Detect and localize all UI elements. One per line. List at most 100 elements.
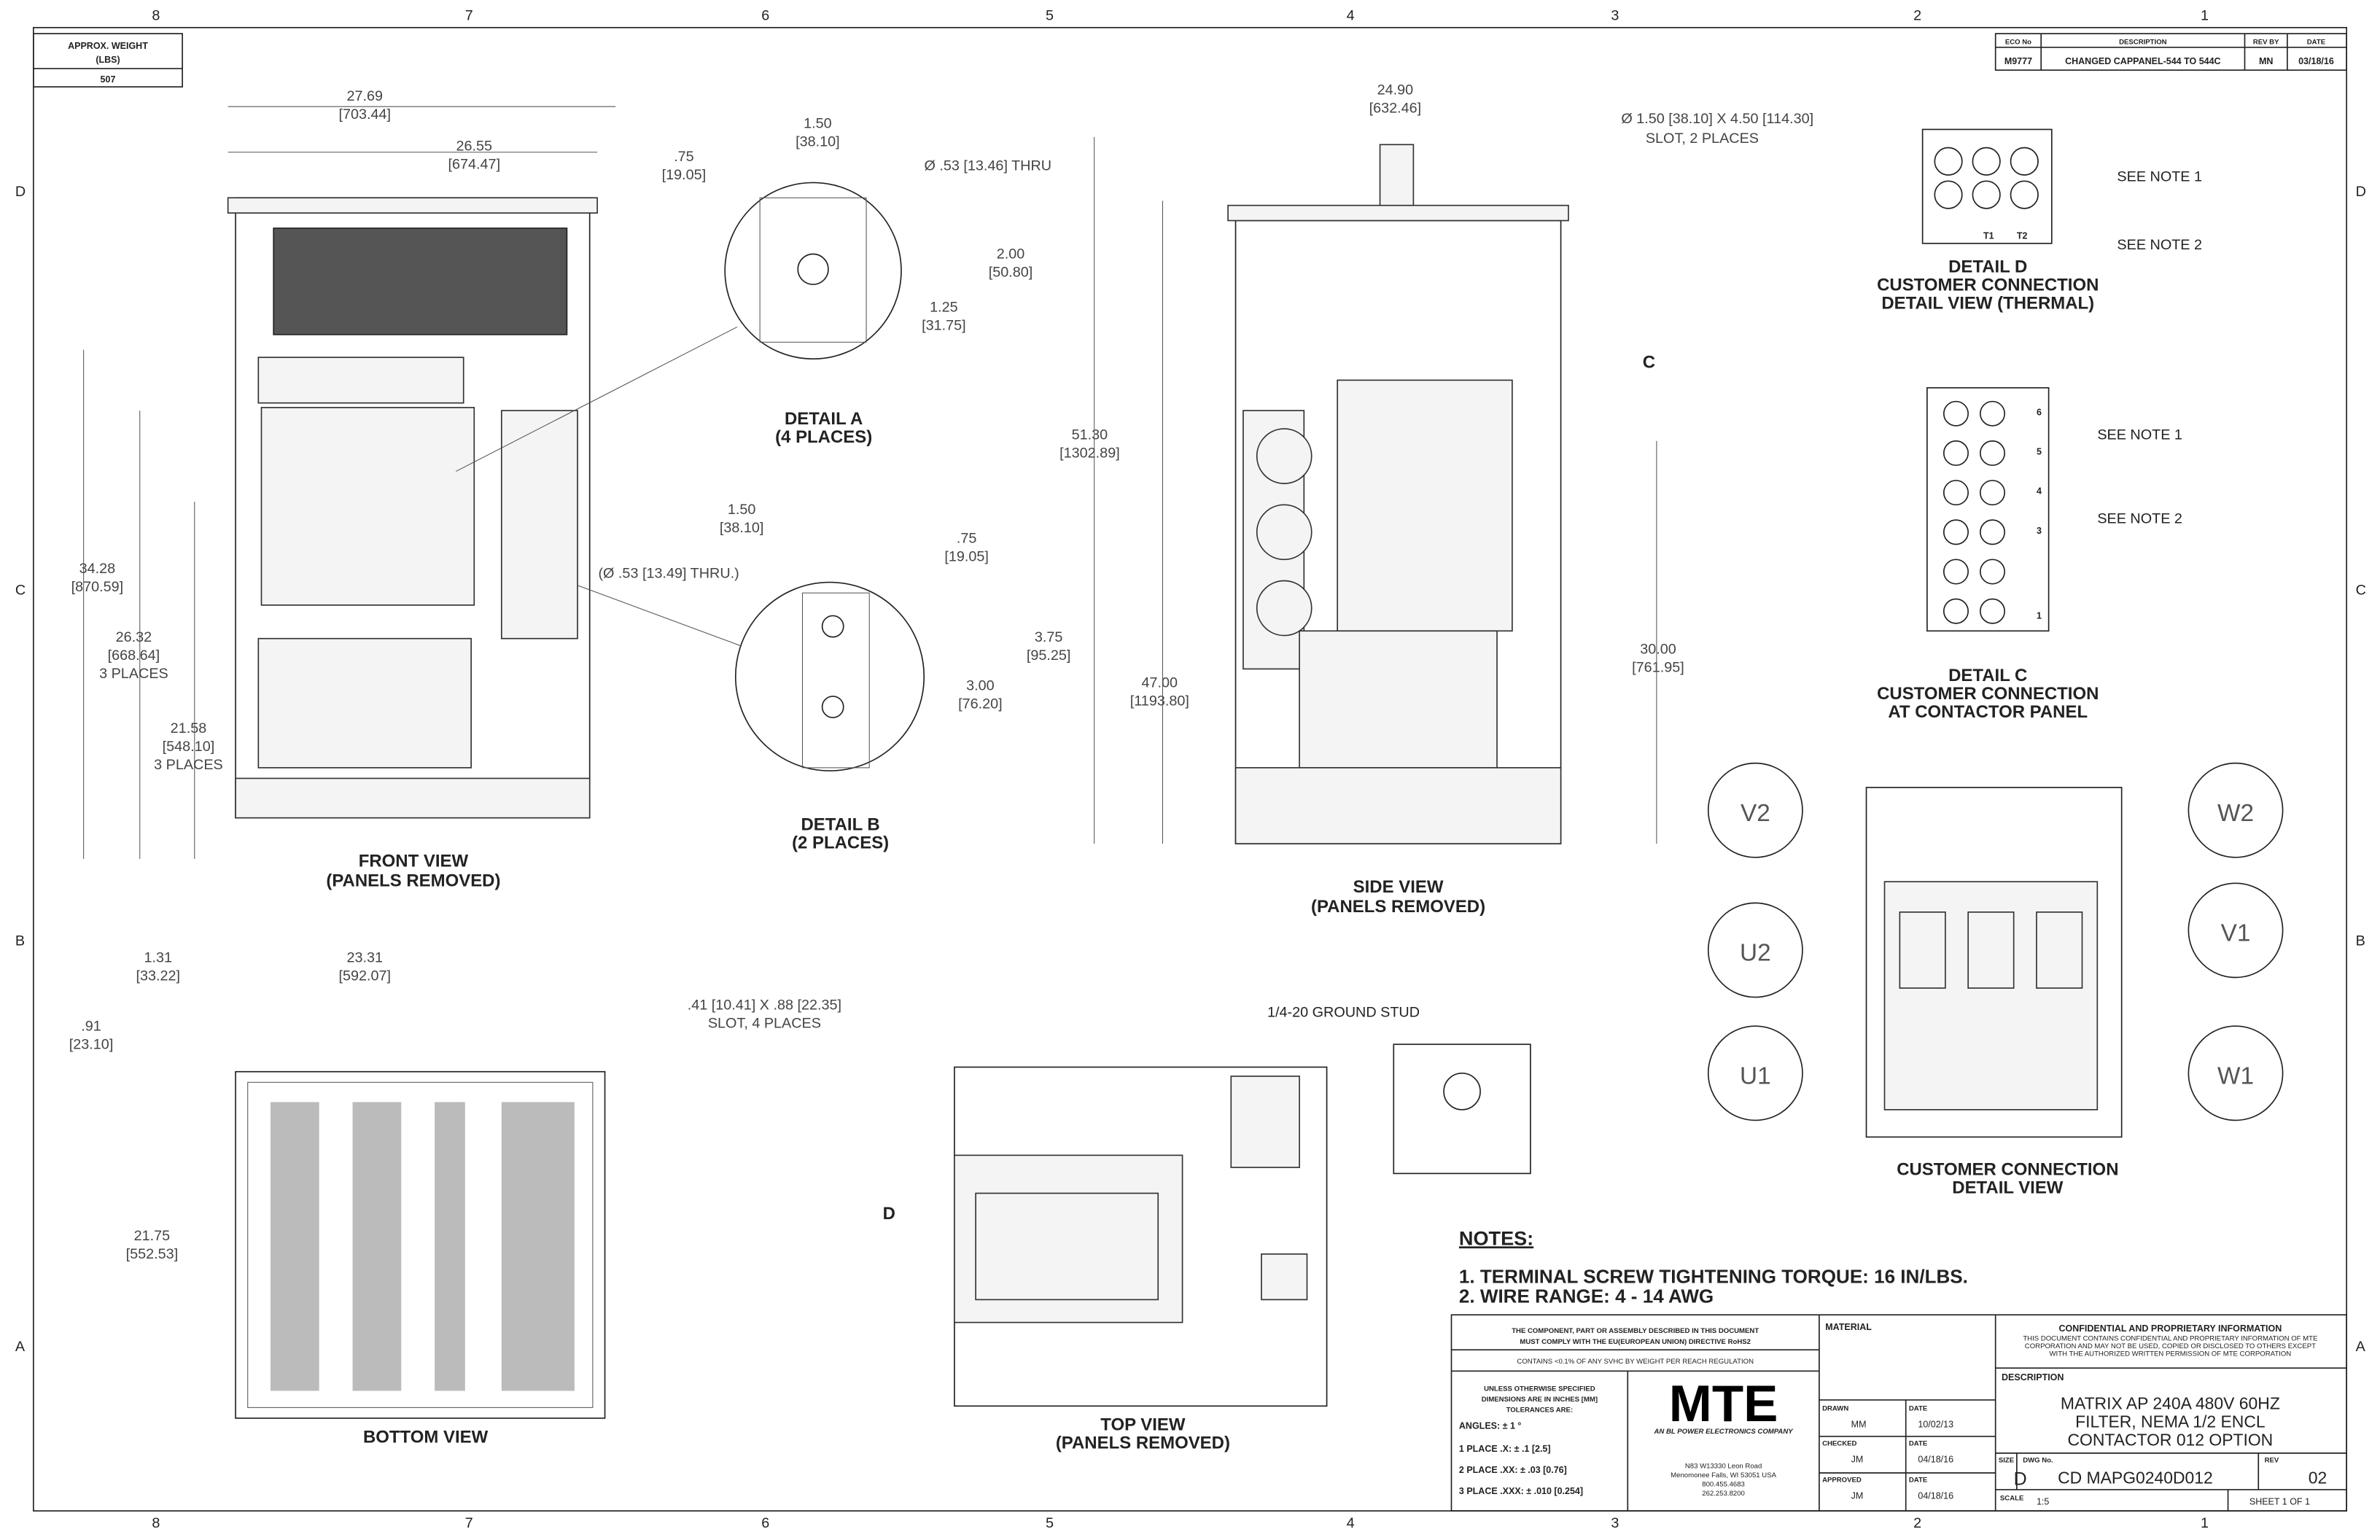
drawing-line: [271, 1102, 319, 1391]
zone-row: A: [15, 1339, 26, 1355]
drawing-line: [2188, 882, 2284, 979]
conf-0-text: THIS DOCUMENT CONTAINS CONFIDENTIAL AND …: [2023, 1335, 2317, 1343]
drawing-border: [33, 26, 2347, 1512]
desc-1-text: FILTER, NEMA 1/2 ENCL: [2075, 1412, 2266, 1431]
drawing-line: [1979, 440, 2006, 466]
rev-date: 03/18/16: [2298, 56, 2334, 66]
dim-h3-mm: [548.10]: [163, 739, 215, 755]
terminals-3-text: 3: [2037, 526, 2042, 536]
detail-b-title-text: DETAIL B: [801, 814, 879, 834]
top-view-subtitle-text: (PANELS REMOVED): [1056, 1434, 1230, 1453]
title-block-rohs2-text: MUST COMPLY WITH THE EU(EUROPEAN UNION) …: [1520, 1338, 1751, 1346]
drawing-line: [759, 197, 867, 343]
drawing-line: [1707, 762, 1803, 858]
zone-col: 1: [2201, 1515, 2209, 1531]
addr-0-text: N83 W13330 Leon Road: [1685, 1463, 1762, 1471]
title-block-date-label-text: DATE: [1909, 1405, 1928, 1413]
zone-row: D: [15, 184, 26, 200]
drawing-line: [801, 592, 870, 769]
title-block-dwg-label-text: DWG No.: [2023, 1456, 2053, 1464]
drawing-line: [1979, 559, 2006, 585]
rev-by: MN: [2259, 56, 2273, 66]
bottom-view-d2-text: 23.31: [346, 950, 383, 966]
terminals-v2-text: V2: [1741, 800, 1770, 827]
title-block-logo-sub-text: AN BL POWER ELECTRONICS COMPANY: [1654, 1428, 1794, 1436]
dim-height-mm: [870.59]: [71, 579, 124, 595]
drawing-line: [2036, 911, 2083, 989]
title-block-reach-text: CONTAINS <0.1% OF ANY SVHC BY WEIGHT PER…: [1517, 1358, 1754, 1366]
front-view: 27.69 [703.44] 26.55 [674.47] 34.28 [870…: [71, 88, 616, 890]
title-block-checked-date-text: 04/18/16: [1918, 1454, 1953, 1464]
side-view-h3mm-text: [761.95]: [1632, 660, 1684, 676]
detail-a-d4-text: 1.25: [930, 300, 958, 316]
dim-h2-note: 3 PLACES: [99, 666, 168, 682]
title-block-drawn-label-text: DRAWN: [1822, 1405, 1848, 1413]
desc-0-text: MATRIX AP 240A 480V 60HZ: [2061, 1393, 2280, 1412]
title-block-checked-text: JM: [1851, 1454, 1864, 1464]
items-1-text: 2. WIRE RANGE: 4 - 14 AWG: [1459, 1286, 1714, 1307]
title-block-checked-label-text: CHECKED: [1822, 1439, 1856, 1447]
title-block-material-text: MATERIAL: [1825, 1322, 1872, 1332]
zone-col: 5: [1046, 1515, 1054, 1531]
drawing-line: [1227, 204, 1569, 222]
title-block-rev-label-text: REV: [2265, 1456, 2279, 1464]
drawing-line: [33, 33, 183, 88]
drawing-line: [1234, 767, 1562, 844]
drawing-line: [734, 581, 925, 771]
title-block-tol3-text: TOLERANCES ARE:: [1506, 1407, 1574, 1415]
title-block-rev-text: 02: [2309, 1469, 2327, 1488]
zone-row: A: [2356, 1339, 2366, 1355]
dim-h3: 21.58: [171, 720, 207, 736]
title-block-place3-text: 3 PLACE .XXX: ± .010 [0.254]: [1459, 1486, 1583, 1496]
drawing-line: [1967, 911, 2015, 989]
drawing-line: [1942, 400, 1969, 427]
bottom-view-title-text: BOTTOM VIEW: [363, 1427, 489, 1447]
detail-b-d4-text: 3.00: [966, 678, 995, 694]
drawing-line: [821, 615, 844, 638]
detail-b-d3-text: 3.75: [1035, 629, 1063, 645]
detail-c-note1-text: SEE NOTE 1: [2097, 427, 2182, 443]
zone-row: C: [2356, 582, 2366, 598]
side-view-h1mm-text: [1302.89]: [1059, 446, 1120, 462]
zone-row: B: [15, 933, 25, 949]
drawing-line: [352, 1102, 402, 1391]
bottom-view: 1.31[33.22] 23.31[592.07] .91[23.10] .41…: [69, 950, 841, 1447]
drawing-line: [1942, 480, 1969, 506]
detail-c-title3-text: AT CONTACTOR PANEL: [1888, 702, 2088, 722]
terminals-w2-text: W2: [2217, 800, 2254, 827]
title-block-drawn-text: MM: [1851, 1419, 1867, 1429]
drawing-line: [1926, 386, 2050, 632]
title-block-drawn-date-text: 10/02/13: [1918, 1419, 1953, 1429]
rev-header: DATE: [2307, 39, 2326, 47]
side-view: 24.90[632.46] Ø 1.50 [38.10] X 4.50 [114…: [1059, 82, 1813, 917]
rev-header: ECO No: [2005, 39, 2031, 47]
detail-a-d2-text: .75: [674, 149, 694, 165]
detail-a-subtitle-text: (4 PLACES): [775, 427, 872, 447]
detail-d-t1-text: T1: [1983, 231, 1994, 241]
top-view: D 1/4-20 GROUND STUD TOP VIEW (PANELS RE…: [883, 1005, 1531, 1453]
detail-c-note2-text: SEE NOTE 2: [2097, 510, 2182, 526]
zone-col: 8: [152, 7, 160, 23]
terminals-u2-text: U2: [1740, 940, 1771, 967]
detail-d-note1-text: SEE NOTE 1: [2117, 168, 2202, 184]
bottom-view-d4mm-text: [552.53]: [126, 1246, 179, 1262]
dim-height: 34.28: [79, 561, 116, 577]
lifting-eye: [1379, 144, 1415, 206]
drawing-line: [1979, 598, 2006, 624]
top-view-ground-text: 1/4-20 GROUND STUD: [1267, 1005, 1420, 1021]
weight-value: 507: [101, 74, 116, 85]
bottom-view-d2mm-text: [592.07]: [338, 968, 391, 984]
drawing-line: [975, 1192, 1159, 1301]
title-block-approved-date-text: 04/18/16: [1918, 1490, 1953, 1501]
drawing-line: [577, 585, 742, 647]
title-block-place2-text: 2 PLACE .XX: ± .03 [0.76]: [1459, 1465, 1567, 1475]
drawing-line: [1942, 440, 1969, 466]
drawing-line: [1256, 428, 1312, 484]
detail-b-hole-text: (Ø .53 [13.49] THRU.): [598, 565, 739, 581]
detail-b-d2mm-text: [19.05]: [944, 548, 989, 564]
drawing-line: [1299, 630, 1498, 769]
detail-d-t2-text: T2: [2017, 231, 2028, 241]
top-view-callout-text: D: [883, 1204, 895, 1224]
detail-d-note2-text: SEE NOTE 2: [2117, 237, 2202, 253]
items-0-text: 1. TERMINAL SCREW TIGHTENING TORQUE: 16 …: [1459, 1265, 1968, 1287]
